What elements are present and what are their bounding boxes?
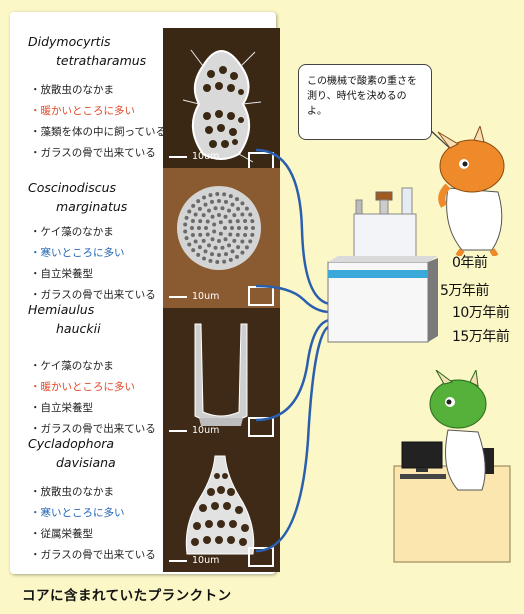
trait-1-4: ・ガラスの骨で出来ている [30,147,156,159]
era-label-3: 10万年前 [452,305,510,321]
species-name-2a: Coscinodiscus [28,180,117,195]
species-name-1b: tetratharamus [56,53,147,68]
trait-2-3: ・自立栄養型 [30,268,93,280]
era-label-1: 0年前 [452,255,488,271]
species-name-1a: Didymocyrtis [28,34,111,49]
species-name-4b: davisiana [56,455,116,470]
trait-4-4: ・ガラスの骨で出来ている [30,549,156,561]
orange-dinosaur-icon [437,126,505,256]
trait-1-3: ・藻類を体の中に飼っている [30,126,166,138]
scale-bar-1: 10um [169,151,219,162]
trait-2-4: ・ガラスの骨で出来ている [30,289,156,301]
species-name-3b: hauckii [56,321,101,336]
era-label-4: 15万年前 [452,329,510,345]
detail-frame-1 [248,152,274,168]
trait-2-1: ・ケイ藻のなかま [30,226,114,238]
specimen-photo-2: 10um [163,168,280,308]
species-name-4a: Cycladophora [28,436,115,451]
trait-3-1: ・ケイ藻のなかま [30,360,114,372]
detail-frame-4 [248,547,274,567]
species-name-2b: marginatus [56,199,128,214]
trait-3-4: ・ガラスの骨で出来ている [30,423,156,435]
trait-4-1: ・放散虫のなかま [30,486,114,498]
mass-spectrometer [327,187,438,343]
speech-bubble: この機械で酸素の重さを測り、時代を決めるのよ。 [298,64,432,140]
trait-1-1: ・放散虫のなかま [30,84,114,96]
trait-4-2: ・寒いところに多い [30,507,125,519]
detail-frame-3 [248,417,274,437]
radiolarian-icon [182,49,262,163]
diatom-frame-icon [194,323,248,426]
diatom-disc-icon [177,186,261,270]
plankton-panel: Didymocyrtis tetratharamus ・放散虫のなかま ・暖かい… [10,12,280,574]
radiolarian-cone-icon [185,455,255,555]
scale-bar-2: 10um [169,291,219,302]
scale-bar-4: 10um [169,555,219,566]
trait-2-2: ・寒いところに多い [30,247,125,259]
specimen-photo-1: 10um [163,28,280,168]
trait-4-3: ・従属栄養型 [30,528,93,540]
trait-3-3: ・自立栄養型 [30,402,93,414]
era-label-2: 5万年前 [440,283,489,299]
trait-1-2: ・暖かいところに多い [30,105,135,117]
green-dinosaur-desk [393,370,511,563]
panel-caption: コアに含まれていたプランクトン [22,588,232,604]
species-name-3a: Hemiaulus [28,302,95,317]
scale-bar-3: 10um [169,425,219,436]
trait-3-2: ・暖かいところに多い [30,381,135,393]
